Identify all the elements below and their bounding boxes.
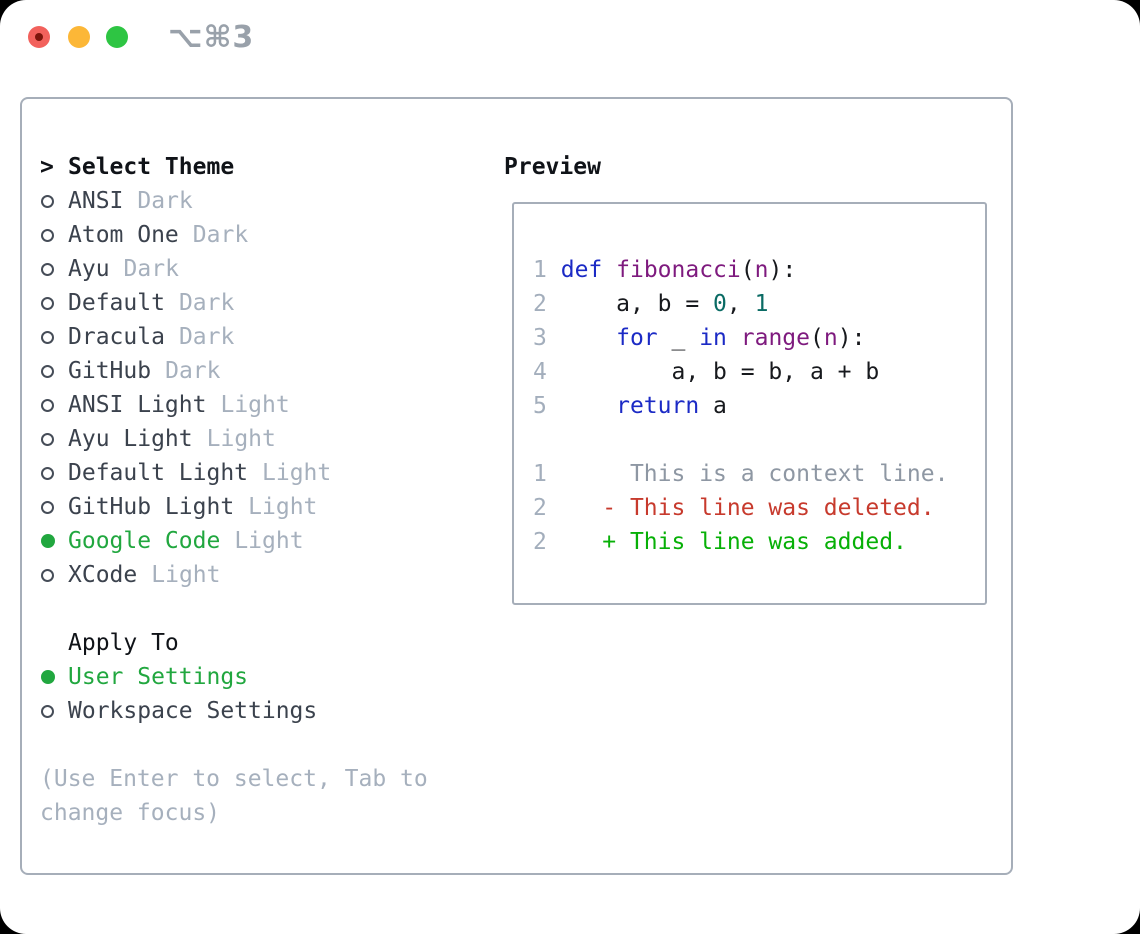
radio-icon [41,262,54,276]
code-line: 2 a, b = 0, 1 [533,291,769,317]
theme-name: Google Code [68,528,221,554]
theme-name: ANSI [68,188,124,214]
radio-selected-icon [41,534,55,548]
theme-option-default[interactable]: Default Dark [40,286,428,320]
code-line: 1 This is a context line. [533,461,949,487]
theme-option-github-light[interactable]: GitHub Light Light [40,490,428,524]
theme-variant-badge: Light [151,562,221,588]
apply-option-user-settings[interactable]: User Settings [40,660,428,694]
radio-icon [41,466,54,480]
radio-icon [41,364,54,378]
theme-option-ayu-light[interactable]: Ayu Light Light [40,422,428,456]
theme-name: Dracula [68,324,165,350]
preview-title: Preview [504,154,601,180]
theme-variant-badge: Light [220,392,290,418]
apply-option-label: User Settings [68,664,249,690]
theme-name: XCode [68,562,138,588]
theme-picker-header-row: > Select Theme [40,150,428,184]
preview-box: 1 def fibonacci(n): 2 a, b = 0, 1 3 for _ … [512,202,987,605]
theme-name: Default [68,290,165,316]
theme-option-default-light[interactable]: Default Light Light [40,456,428,490]
keyboard-hint-line: change focus) [40,800,221,826]
theme-variant-badge: Dark [178,324,235,350]
minimize-button[interactable] [68,26,90,48]
titlebar: ⌥⌘3 [0,0,1140,74]
radio-icon [41,296,54,310]
radio-icon [41,432,54,446]
theme-option-ansi[interactable]: ANSI Dark [40,184,428,218]
spacer [40,728,428,762]
theme-name: Ayu [68,256,110,282]
keyboard-hint: (Use Enter to select, Tab to change focus… [40,762,428,830]
theme-variant-badge: Light [248,494,318,520]
zoom-button[interactable] [106,26,128,48]
theme-option-google-code[interactable]: Google Code Light [40,524,428,558]
window-title: ⌥⌘3 [168,20,255,55]
theme-picker-title: Select Theme [68,154,235,180]
code-line: 2 + This line was added. [533,529,907,555]
theme-variant-badge: Dark [137,188,193,214]
radio-icon [41,704,54,718]
theme-variant-badge: Dark [123,256,179,282]
theme-variant-badge: Dark [192,222,249,248]
theme-option-atom-one[interactable]: Atom One Dark [40,218,428,252]
spacer [40,592,428,626]
theme-name: GitHub Light [68,494,235,520]
apply-option-label: Workspace Settings [68,698,318,724]
keyboard-hint-line: (Use Enter to select, Tab to [40,766,428,792]
theme-name: ANSI Light [68,392,207,418]
theme-name: Default Light [68,460,249,486]
radio-icon [41,568,54,582]
radio-selected-icon [41,670,55,684]
preview-header-row: Preview [504,150,601,184]
code-line: 3 for _ in range(n): [533,325,866,351]
code-line: 5 return a [533,393,727,419]
radio-icon [41,194,54,208]
theme-option-ayu[interactable]: Ayu Dark [40,252,428,286]
theme-name: GitHub [68,358,152,384]
apply-to-header-row: Apply To [40,626,428,660]
code-line: 4 a, b = b, a + b [533,359,880,385]
apply-to-title: Apply To [68,630,179,656]
theme-variant-badge: Dark [178,290,235,316]
theme-option-xcode[interactable]: XCode Light [40,558,428,592]
theme-variant-badge: Light [262,460,332,486]
theme-option-dracula[interactable]: Dracula Dark [40,320,428,354]
close-button[interactable] [28,26,50,48]
close-dot-icon [35,33,43,41]
radio-icon [41,228,54,242]
theme-option-ansi-light[interactable]: ANSI Light Light [40,388,428,422]
radio-icon [41,330,54,344]
code-line [533,423,985,457]
radio-icon [41,500,54,514]
theme-option-github[interactable]: GitHub Dark [40,354,428,388]
code-line: 1 def fibonacci(n): [533,257,797,283]
theme-variant-badge: Light [206,426,276,452]
theme-name: Ayu Light [68,426,193,452]
code-line: 2 - This line was deleted. [533,495,935,521]
focus-prompt-icon: > [40,154,54,180]
apply-option-workspace-settings[interactable]: Workspace Settings [40,694,428,728]
radio-icon [41,398,54,412]
theme-variant-badge: Light [234,528,304,554]
theme-name: Atom One [68,222,179,248]
theme-variant-badge: Dark [165,358,221,384]
code-preview: 1 def fibonacci(n): 2 a, b = 0, 1 3 for _ … [514,204,985,559]
